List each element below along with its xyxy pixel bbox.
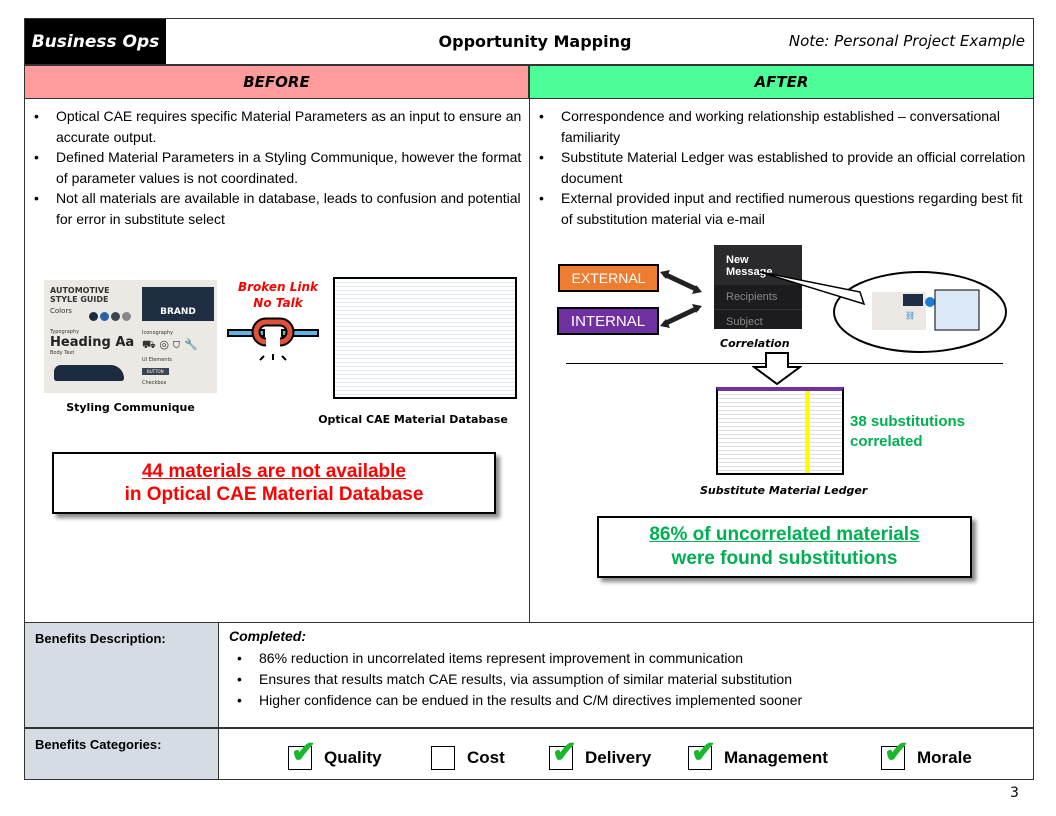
category-quality[interactable]: ✔ Quality <box>288 736 382 770</box>
styling-communique-caption: Styling Communique <box>66 401 195 414</box>
page-title: Opportunity Mapping <box>438 32 632 51</box>
bullet: Ensures that results match CAE results, … <box>229 669 1019 690</box>
benefits-categories-label: Benefits Categories: <box>25 729 219 779</box>
body-text-label: Body Text <box>50 350 75 356</box>
correlation-caption: Correlation <box>720 337 790 350</box>
category-label: Delivery <box>585 748 652 767</box>
ledger-caption: Substitute Material Ledger <box>700 484 868 497</box>
callout-line: 44 materials are not available <box>141 461 407 482</box>
benefits-description-label: Benefits Description: <box>25 623 219 727</box>
after-callout: 86% of uncorrelated materials were found… <box>597 516 972 578</box>
colors-label: Colors <box>50 307 72 315</box>
no-talk-text: No Talk <box>253 296 303 310</box>
bullet: Higher confidence can be endued in the r… <box>229 690 1019 711</box>
checkmark-icon: ✔ <box>291 736 317 769</box>
business-ops-tag: Business Ops <box>25 19 166 64</box>
before-bullets: Optical CAE requires specific Material P… <box>26 106 526 229</box>
checkbox-unchecked[interactable] <box>431 746 455 770</box>
category-delivery[interactable]: ✔ Delivery <box>549 736 652 770</box>
category-morale[interactable]: ✔ Morale <box>881 736 972 770</box>
after-header: AFTER <box>529 65 1034 99</box>
bullet: Substitute Material Ledger was establish… <box>531 147 1031 188</box>
before-header: BEFORE <box>24 65 529 99</box>
broken-link-label: Broken Link No Talk <box>220 279 336 311</box>
header-row <box>24 18 1034 65</box>
styling-communique-image: AUTOMOTIVE STYLE GUIDE Colors Typography… <box>44 280 217 393</box>
checkbox-checked[interactable]: ✔ <box>288 736 316 770</box>
page-number: 3 <box>1010 785 1019 801</box>
substitute-ledger-image <box>716 387 844 475</box>
speech-bubble: ⛓ <box>760 271 1007 353</box>
new-message-title: New Message <box>714 245 802 285</box>
benefits-description-row <box>24 622 1034 728</box>
after-bullets: Correspondence and working relationship … <box>531 106 1031 229</box>
bullet: Not all materials are available in datab… <box>26 188 526 229</box>
bullet: 86% reduction in uncorrelated items repr… <box>229 648 1019 669</box>
checkbox-checked[interactable]: ✔ <box>549 736 577 770</box>
category-label: Management <box>724 748 828 767</box>
bullet: Defined Material Parameters in a Styling… <box>26 147 526 188</box>
bullet: External provided input and rectified nu… <box>531 188 1031 229</box>
category-cost[interactable]: Cost <box>431 746 505 770</box>
callout-line: in Optical CAE Material Database <box>124 484 424 505</box>
category-label: Quality <box>324 748 382 767</box>
bidirectional-arrows-icon <box>660 270 702 328</box>
brand-badge: BRAND <box>142 287 214 321</box>
iconography-label: Iconography <box>142 330 174 336</box>
bullet: Optical CAE requires specific Material P… <box>26 106 526 147</box>
database-caption: Optical CAE Material Database <box>318 413 508 426</box>
header-note: Note: Personal Project Example <box>788 32 1025 50</box>
category-label: Cost <box>467 748 505 767</box>
recipients-field: Recipients <box>714 285 802 310</box>
subject-field: Subject <box>726 316 763 328</box>
heading-sample: Heading Aa <box>50 335 135 350</box>
substitutions-line: 38 substitutions <box>850 413 966 430</box>
ui-elements-label: UI Elements <box>142 357 173 363</box>
typography-label: Typography <box>50 329 80 335</box>
before-callout: 44 materials are not available in Optica… <box>52 452 496 514</box>
category-management[interactable]: ✔ Management <box>688 736 828 770</box>
checkbox-checked[interactable]: ✔ <box>688 736 716 770</box>
column-divider <box>529 99 530 622</box>
category-label: Morale <box>917 748 972 767</box>
down-arrow-icon <box>752 352 802 386</box>
checkmark-icon: ✔ <box>552 736 578 769</box>
broken-link-text: Broken Link <box>237 280 318 294</box>
benefits-bullets: 86% reduction in uncorrelated items repr… <box>229 648 1019 711</box>
callout-line: were found substitutions <box>671 548 898 569</box>
external-box: EXTERNAL <box>558 264 659 292</box>
substitutions-count: 38 substitutions correlated <box>850 412 965 452</box>
style-guide-title: AUTOMOTIVE STYLE GUIDE <box>50 286 110 304</box>
completed-label: Completed: <box>229 628 306 644</box>
button-sample: BUTTON <box>142 368 169 375</box>
email-message-image: New Message Recipients Subject <box>714 245 802 329</box>
benefits-categories-row <box>24 728 1034 780</box>
checkbox-sample: Checkbox <box>142 380 167 386</box>
car-icon <box>54 365 124 381</box>
checkmark-icon: ✔ <box>884 736 910 769</box>
internal-box: INTERNAL <box>557 307 659 335</box>
material-database-image <box>333 277 517 399</box>
svg-text:⛓: ⛓ <box>905 311 915 320</box>
substitutions-line: correlated <box>850 433 923 450</box>
checkmark-icon: ✔ <box>691 736 717 769</box>
broken-link-icon <box>227 317 319 361</box>
bullet: Correspondence and working relationship … <box>531 106 1031 147</box>
checkbox-checked[interactable]: ✔ <box>881 736 909 770</box>
callout-line: 86% of uncorrelated materials <box>649 524 920 545</box>
